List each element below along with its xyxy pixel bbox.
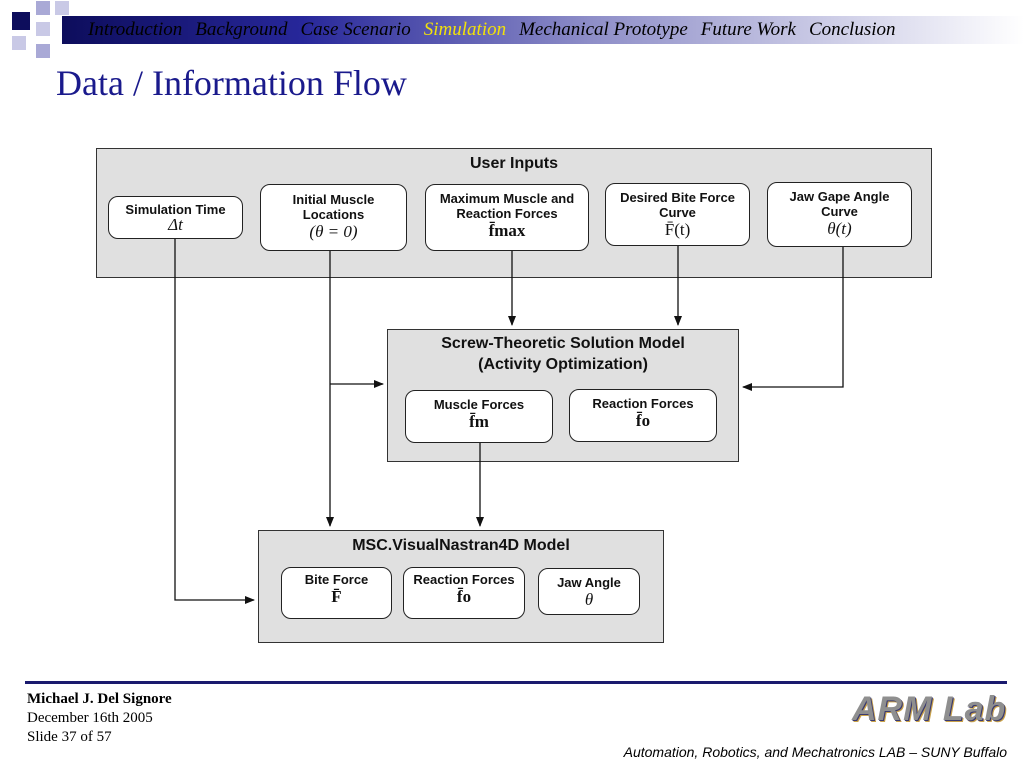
arrow-simtime-to-nastran	[174, 239, 255, 604]
corner-square-decoration	[36, 44, 50, 58]
nav-item-simulation[interactable]: Simulation	[423, 19, 507, 40]
nastran-symbol: f̄o	[456, 587, 472, 606]
input-initial-muscle-locations: Initial Muscle Locations (θ = 0)	[260, 184, 407, 251]
input-label: Jaw Gape Angle Curve	[789, 189, 890, 219]
corner-square-decoration	[36, 1, 50, 15]
nastran-bite-force: Bite Force F̄	[281, 567, 392, 619]
input-label: Simulation Time	[125, 202, 226, 217]
solution-label: Reaction Forces	[592, 396, 694, 411]
solution-reaction-forces: Reaction Forces f̄o	[569, 389, 717, 442]
input-symbol: θ(t)	[827, 219, 852, 238]
arrow-jawgape-to-solution	[742, 247, 844, 391]
solution-symbol: f̄m	[469, 412, 489, 431]
footer-author-block: Michael J. Del Signore December 16th 200…	[27, 690, 172, 747]
input-symbol: (θ = 0)	[309, 222, 358, 241]
input-symbol: Δt	[168, 215, 183, 234]
solution-model-subtitle: (Activity Optimization)	[478, 356, 648, 373]
corner-square-decoration	[55, 1, 69, 15]
corner-square-decoration	[36, 22, 50, 36]
corner-square-decoration	[12, 36, 26, 50]
nastran-label: Jaw Angle	[557, 575, 621, 590]
solution-muscle-forces: Muscle Forces f̄m	[405, 390, 553, 443]
nastran-symbol: F̄	[331, 587, 342, 606]
input-desired-bite-force-curve: Desired Bite Force Curve F̄(t)	[605, 183, 750, 246]
presentation-date: December 16th 2005	[27, 710, 153, 726]
corner-square-decoration	[12, 12, 30, 30]
solution-model-title: Screw-Theoretic Solution Model	[441, 335, 685, 352]
user-inputs-title: User Inputs	[469, 155, 558, 172]
nav-item-case-scenario[interactable]: Case Scenario	[300, 19, 411, 40]
input-label: Maximum Muscle and Reaction Forces	[439, 191, 575, 221]
nav-bar	[62, 16, 1024, 44]
solution-symbol: f̄o	[635, 411, 651, 430]
nav-item-conclusion[interactable]: Conclusion	[808, 19, 896, 40]
nastran-symbol: θ	[584, 590, 594, 609]
nav-item-introduction[interactable]: Introduction	[88, 19, 183, 40]
input-jaw-gape-angle-curve: Jaw Gape Angle Curve θ(t)	[767, 182, 912, 247]
slide-title: Data / Information Flow	[56, 63, 407, 103]
input-label: Desired Bite Force Curve	[620, 190, 735, 220]
nav-item-mechanical-prototype[interactable]: Mechanical Prototype	[519, 19, 688, 40]
solution-label: Muscle Forces	[433, 397, 525, 412]
nastran-jaw-angle: Jaw Angle θ	[538, 568, 640, 615]
nastran-label: Reaction Forces	[413, 572, 515, 587]
slide-number: Slide 37 of 57	[27, 729, 112, 745]
nav-item-future-work[interactable]: Future Work	[700, 19, 796, 40]
arm-lab-logo: ARM Lab	[852, 690, 1007, 728]
author-name: Michael J. Del Signore	[27, 691, 172, 707]
input-symbol: F̄(t)	[664, 220, 691, 239]
nav-item-background[interactable]: Background	[195, 19, 288, 40]
input-label: Initial Muscle Locations	[292, 192, 375, 222]
input-max-muscle-reaction-forces: Maximum Muscle and Reaction Forces f̄max	[425, 184, 589, 251]
footer-divider	[25, 681, 1007, 684]
input-simulation-time: Simulation Time Δt	[108, 196, 243, 239]
input-symbol: f̄max	[488, 221, 526, 240]
nastran-reaction-forces: Reaction Forces f̄o	[403, 567, 525, 619]
nav-menu: Introduction Background Case Scenario Si…	[88, 17, 896, 43]
nastran-label: Bite Force	[304, 572, 369, 587]
lab-name: Automation, Robotics, and Mechatronics L…	[623, 744, 1007, 760]
nastran-model-title: MSC.VisualNastran4D Model	[352, 537, 570, 554]
